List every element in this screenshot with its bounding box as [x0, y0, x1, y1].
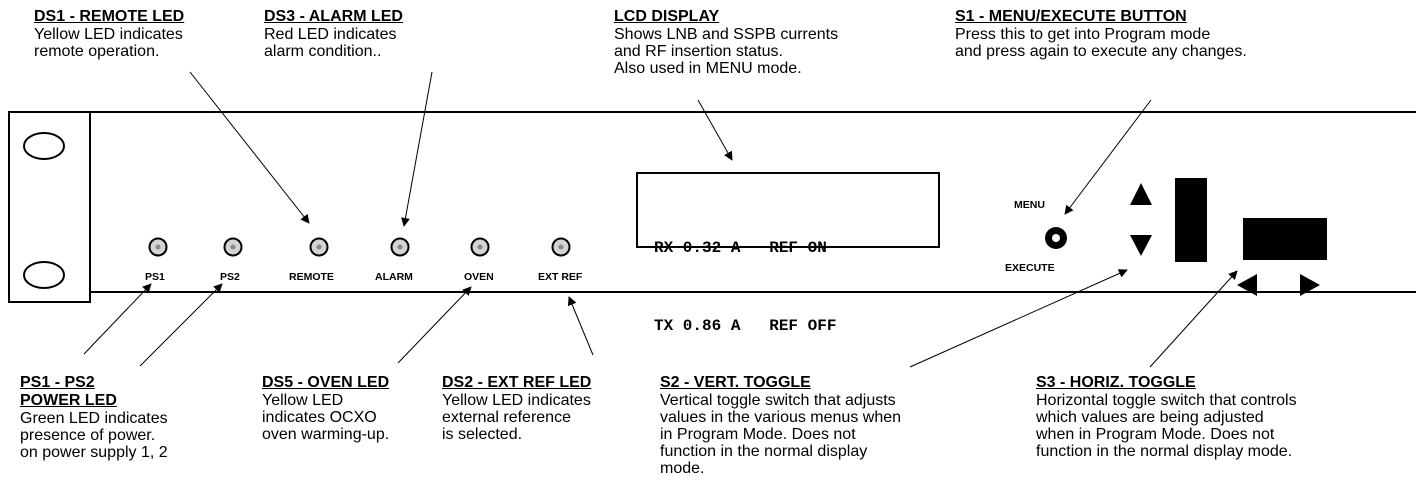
callout-lcd: LCD DISPLAY Shows LNB and SSPB currents …	[614, 8, 838, 77]
callout-lcd-desc: Shows LNB and SSPB currents and RF inser…	[614, 26, 839, 77]
leader-lines	[83, 71, 1238, 368]
rack-ear	[8, 111, 91, 303]
led-label-remote: REMOTE	[289, 271, 334, 283]
triangle-down-icon	[1130, 235, 1152, 256]
leader-ps1	[83, 283, 152, 355]
lcd-line-2: TX 0.86 A REF OFF	[654, 317, 837, 335]
callout-ds2-desc: Yellow LED indicates external reference …	[442, 392, 591, 443]
callout-ds1-desc: Yellow LED indicates remote operation.	[34, 26, 183, 60]
callout-ps-desc: Green LED indicates presence of power. o…	[20, 410, 168, 461]
led-row	[148, 237, 571, 257]
leader-ds3	[401, 71, 433, 227]
leader-s2	[909, 269, 1128, 368]
callout-s3: S3 - HORIZ. TOGGLE Horizontal toggle swi…	[1036, 374, 1297, 460]
led-label-oven: OVEN	[464, 271, 494, 283]
callout-ds1-title: DS1 - REMOTE LED	[34, 8, 185, 25]
callout-s1-title: S1 - MENU/EXECUTE BUTTON	[955, 8, 1187, 25]
triangle-up-icon	[1130, 183, 1152, 205]
callout-ds2: DS2 - EXT REF LED Yellow LED indicates e…	[442, 374, 591, 443]
callout-ds3-title: DS3 - ALARM LED	[264, 8, 403, 25]
menu-execute-button[interactable]	[1045, 227, 1067, 249]
menu-label: MENU	[1014, 199, 1045, 211]
led-label-ps2: PS2	[220, 271, 240, 283]
callout-ps: PS1 - PS2 POWER LED Green LED indicates …	[20, 374, 168, 461]
leader-lcd	[697, 99, 733, 161]
callout-ds3-desc: Red LED indicates alarm condition..	[264, 26, 397, 60]
callout-s3-title: S3 - HORIZ. TOGGLE	[1036, 374, 1196, 391]
triangle-left-icon	[1237, 274, 1257, 296]
leader-ds5	[397, 286, 472, 364]
execute-label: EXECUTE	[1005, 262, 1055, 274]
leader-s1	[1064, 99, 1152, 215]
rack-mount-hole-bottom	[23, 261, 65, 289]
callout-s2-desc: Vertical toggle switch that adjusts valu…	[660, 392, 902, 477]
callout-s1-desc: Press this to get into Program mode and …	[955, 26, 1247, 60]
led-label-ext-ref: EXT REF	[538, 271, 583, 283]
callout-s1: S1 - MENU/EXECUTE BUTTON Press this to g…	[955, 8, 1247, 60]
leader-ps2	[139, 283, 223, 367]
led-alarm	[390, 237, 410, 257]
led-ext-ref	[551, 237, 571, 257]
rack-mount-hole-top	[23, 132, 65, 160]
leader-ds2	[567, 296, 594, 356]
led-label-alarm: ALARM	[375, 271, 413, 283]
chassis	[8, 111, 1416, 303]
vertical-toggle[interactable]	[1175, 178, 1207, 262]
leader-s3	[1149, 270, 1238, 368]
callout-s3-desc: Horizontal toggle switch that controls w…	[1036, 392, 1297, 460]
callout-s2-title: S2 - VERT. TOGGLE	[660, 374, 811, 391]
lcd-line-1: RX 0.32 A REF ON	[654, 239, 827, 257]
led-remote	[309, 237, 329, 257]
leader-ds1	[189, 71, 310, 224]
callout-ds1: DS1 - REMOTE LED Yellow LED indicates re…	[34, 8, 184, 60]
callout-s2: S2 - VERT. TOGGLE Vertical toggle switch…	[660, 374, 901, 477]
led-ps1	[148, 237, 168, 257]
callout-ds2-title: DS2 - EXT REF LED	[442, 374, 592, 391]
callout-ds5-desc: Yellow LED indicates OCXO oven warming-u…	[262, 392, 390, 443]
lcd-display: RX 0.32 A REF ON TX 0.86 A REF OFF	[636, 172, 940, 335]
callout-ds5-title: DS5 - OVEN LED	[262, 374, 390, 391]
led-ps2	[223, 237, 243, 257]
callout-ps-title: PS1 - PS2 POWER LED	[20, 374, 117, 409]
horizontal-toggle[interactable]	[1243, 218, 1327, 260]
callout-ds3: DS3 - ALARM LED Red LED indicates alarm …	[264, 8, 403, 60]
triangle-right-icon	[1300, 274, 1320, 296]
led-label-ps1: PS1	[145, 271, 165, 283]
led-oven	[470, 237, 490, 257]
callout-ds5: DS5 - OVEN LED Yellow LED indicates OCXO…	[262, 374, 389, 443]
callout-lcd-title: LCD DISPLAY	[614, 8, 720, 25]
